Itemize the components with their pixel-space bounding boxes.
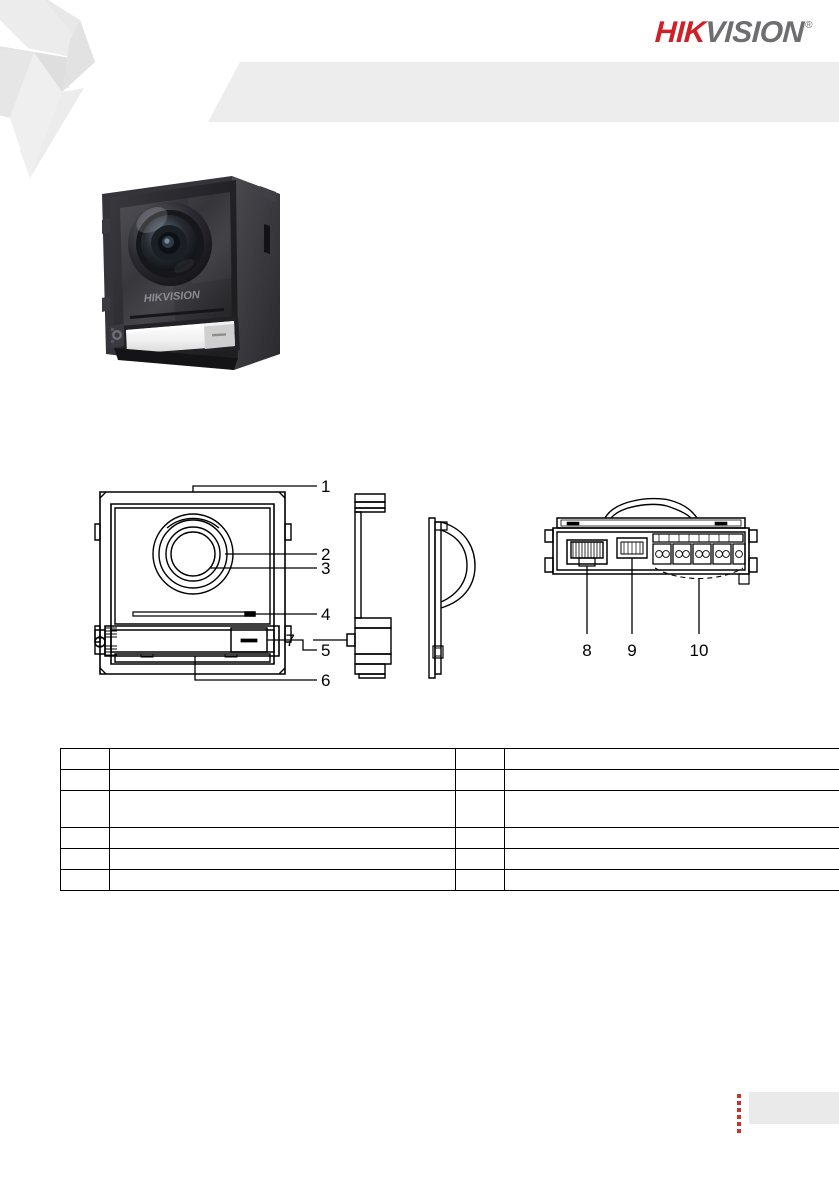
table-row (60, 790, 839, 828)
table-row (60, 748, 839, 770)
footer-dot (737, 1094, 741, 1098)
callout-label-1: 1 (321, 478, 330, 496)
table-body (60, 748, 839, 891)
callout-label-3: 3 (321, 559, 330, 578)
rear-view-callout-leaders (586, 558, 700, 634)
cell-number-right (455, 848, 505, 870)
callout-label-7: 7 (286, 631, 295, 650)
cell-number-right (455, 790, 505, 828)
technical-drawing-figure: 1 2 3 4 5 6 7 8 9 10 (94, 478, 758, 690)
cell-desc-left (109, 848, 456, 870)
cell-number-right (455, 748, 505, 770)
cell-number-right (455, 769, 505, 791)
cell-desc-right (504, 769, 839, 791)
footer-bar (749, 1092, 839, 1124)
cell-desc-right (504, 848, 839, 870)
cell-desc-left (109, 769, 456, 791)
table-row (60, 827, 839, 849)
header-banner (208, 62, 839, 122)
footer-dot-rule (737, 1092, 743, 1133)
callout-label-6: 6 (321, 671, 330, 690)
front-view-drawing (94, 491, 292, 675)
product-brand-silkscreen: HIKVISION (143, 289, 201, 305)
cell-desc-right (504, 827, 839, 849)
callout-label-4: 4 (321, 605, 330, 624)
table-row (60, 848, 839, 870)
cell-number-right (455, 869, 505, 891)
callout-label-2: 2 (321, 545, 330, 564)
cell-desc-left (109, 790, 456, 828)
footer-dot (737, 1108, 741, 1112)
table-row (60, 869, 839, 891)
cell-desc-left (109, 827, 456, 849)
logo-hik-text: HIK (654, 16, 707, 49)
footer-dot (737, 1129, 741, 1133)
cell-desc-right (504, 790, 839, 828)
registered-trademark-icon: ® (805, 20, 812, 31)
cell-number-left (60, 848, 110, 870)
callout-label-5: 5 (321, 641, 330, 660)
footer-dot (737, 1115, 741, 1119)
cell-number-left (60, 790, 110, 828)
side-view-drawing (346, 493, 476, 679)
cell-number-left (60, 827, 110, 849)
component-description-table (60, 748, 839, 891)
cell-number-right (455, 827, 505, 849)
callout-label-8: 8 (582, 641, 591, 660)
cell-number-left (60, 769, 110, 791)
rear-view-drawing (544, 497, 758, 585)
callout-label-10: 10 (690, 641, 709, 660)
page-footer (737, 1092, 839, 1133)
cell-desc-left (109, 748, 456, 770)
cell-desc-right (504, 869, 839, 891)
cell-number-left (60, 869, 110, 891)
footer-dot (737, 1122, 741, 1126)
callout-label-9: 9 (627, 641, 636, 660)
cell-desc-left (109, 869, 456, 891)
table-row (60, 769, 839, 791)
cell-desc-right (504, 748, 839, 770)
front-view-callout-leaders (192, 485, 317, 681)
cell-number-left (60, 748, 110, 770)
footer-dot (737, 1101, 741, 1105)
logo-vision-text: VISION (704, 16, 806, 49)
door-station-module-photo: HIKVISION (102, 176, 280, 370)
